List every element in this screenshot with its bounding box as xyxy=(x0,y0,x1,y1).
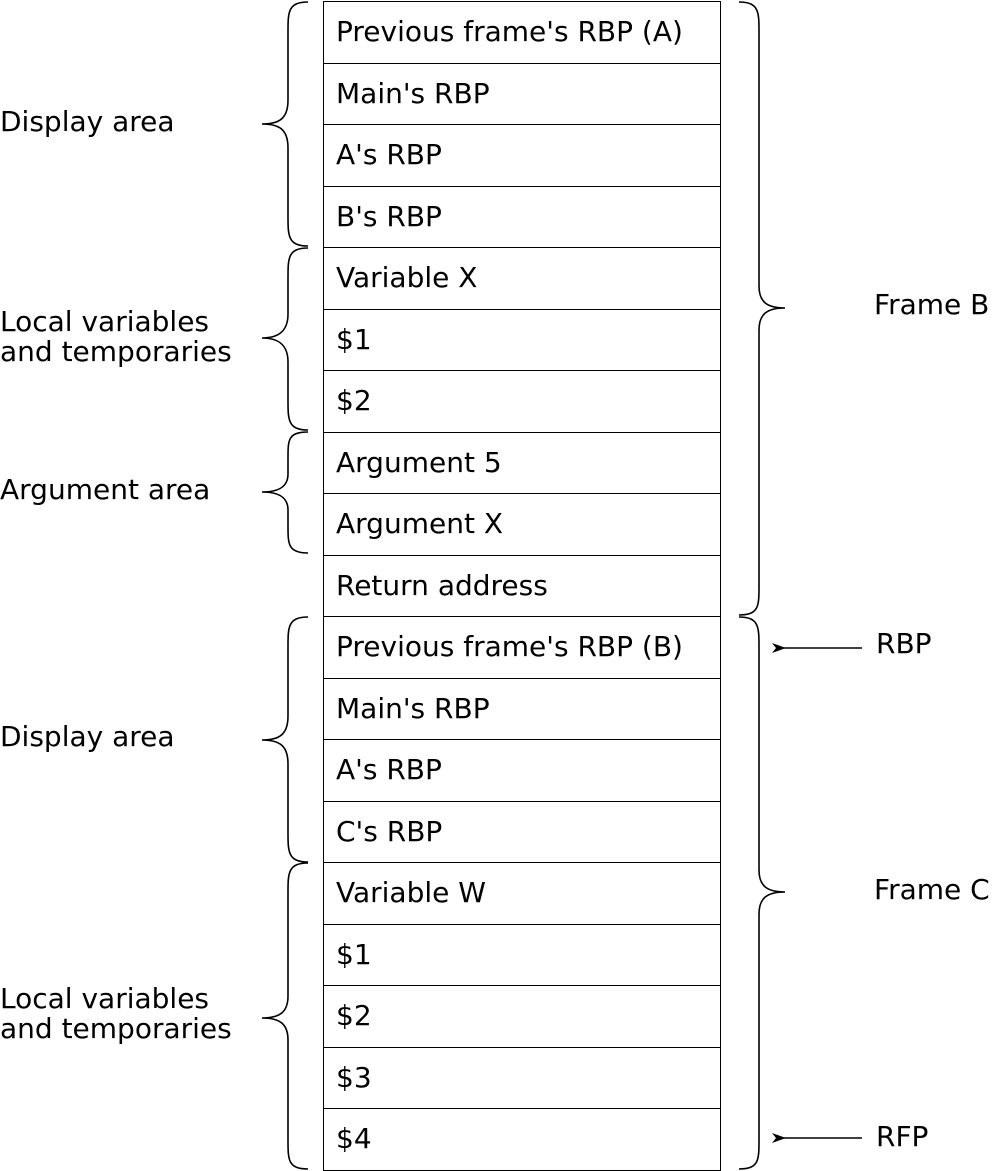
rfp-pointer-label: RFP xyxy=(876,1120,929,1153)
stack-cell: $1 xyxy=(323,308,721,370)
stack-cell: B's RBP xyxy=(323,185,721,247)
stack-cell: Argument 5 xyxy=(323,431,721,493)
stack-cell: Previous frame's RBP (B) xyxy=(323,616,721,678)
frame-c-label: Frame C xyxy=(874,873,990,906)
stack-cell: Variable X xyxy=(323,247,721,309)
brace-locals-frame-b xyxy=(261,247,309,431)
frame-b-label: Frame B xyxy=(874,288,990,321)
stack-cell: $4 xyxy=(323,1108,721,1171)
display-area-label-frame-c: Display area xyxy=(0,720,175,753)
rbp-pointer-label: RBP xyxy=(876,627,932,660)
stack-cell: $3 xyxy=(323,1046,721,1108)
stack-cell: Previous frame's RBP (A) xyxy=(323,1,721,63)
locals-label-frame-b-line1: Local variables xyxy=(0,305,210,338)
brace-frame-b xyxy=(738,1,786,616)
stack-cell: $2 xyxy=(323,985,721,1047)
brace-argument-area xyxy=(261,431,309,554)
brace-display-area-frame-b xyxy=(261,1,309,247)
locals-label-frame-c-line1: Local variables xyxy=(0,982,210,1015)
brace-frame-c xyxy=(738,616,786,1170)
stack-cell: Argument X xyxy=(323,493,721,555)
brace-display-area-frame-c xyxy=(261,616,309,863)
stack-cell: C's RBP xyxy=(323,800,721,862)
stack-cell: Main's RBP xyxy=(323,62,721,124)
locals-label-frame-b-line2: and temporaries xyxy=(0,335,232,368)
stack-cell: Variable W xyxy=(323,862,721,924)
brace-locals-frame-c xyxy=(261,862,309,1170)
locals-label-frame-c-line2: and temporaries xyxy=(0,1012,232,1045)
stack-cell: A's RBP xyxy=(323,739,721,801)
stack-cell: Main's RBP xyxy=(323,677,721,739)
stack-cell: $2 xyxy=(323,370,721,432)
display-area-label-frame-b: Display area xyxy=(0,105,175,138)
stack-cell: Return address xyxy=(323,554,721,616)
argument-area-label: Argument area xyxy=(0,473,211,506)
stack-cell: $1 xyxy=(323,923,721,985)
stack-cell: A's RBP xyxy=(323,124,721,186)
